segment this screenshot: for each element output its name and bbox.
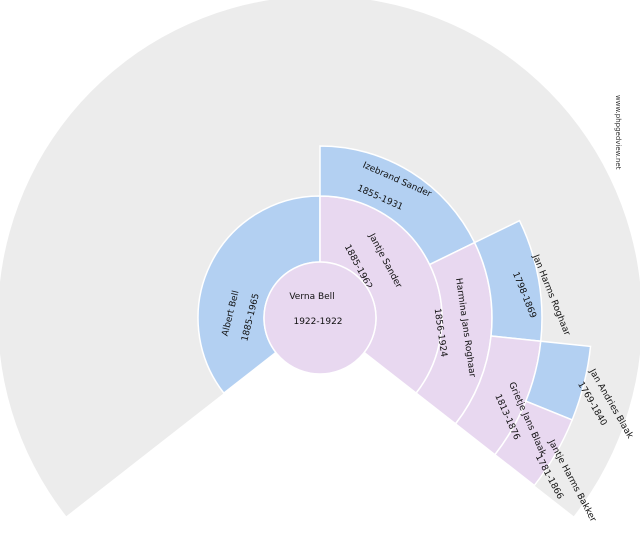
root-name: Verna Bell xyxy=(289,292,334,302)
root-years: 1922-1922 xyxy=(293,317,342,327)
root-circle[interactable] xyxy=(263,261,377,375)
ancestor-segment-jantjeharms[interactable] xyxy=(493,400,574,487)
ancestor-segments xyxy=(197,145,592,487)
root-person[interactable]: Verna Bell 1922-1922 xyxy=(263,261,377,375)
watermark-text: www.phpgedview.net xyxy=(614,95,622,170)
